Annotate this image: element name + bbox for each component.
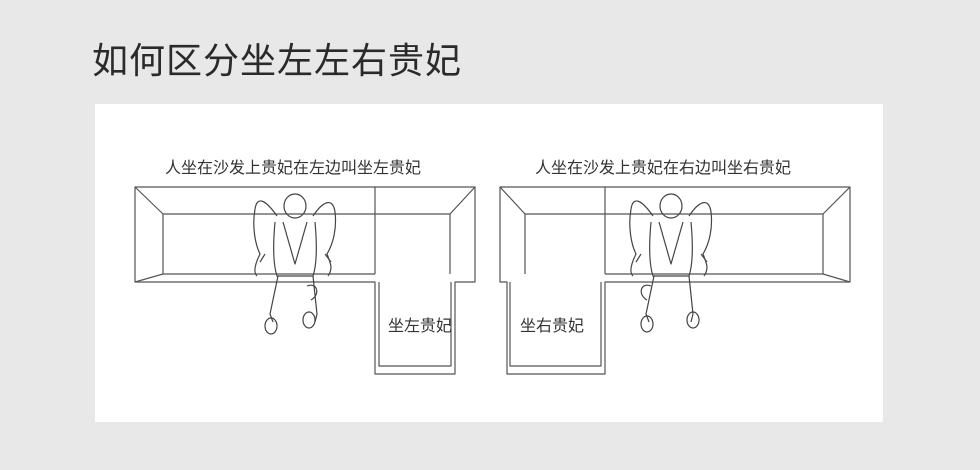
right-person xyxy=(629,193,713,333)
sofa-illustrations xyxy=(134,186,851,375)
left-caption: 人坐在沙发上贵妃在左边叫坐左贵妃 xyxy=(165,158,422,177)
page-title: 如何区分坐左左右贵妃 xyxy=(92,41,463,82)
diagram-panel: 人坐在沙发上贵妃在左边叫坐左贵妃 人坐在沙发上贵妃在右边叫坐右贵妃 坐左贵妃 坐… xyxy=(95,104,883,422)
left-person xyxy=(253,193,337,335)
right-caption: 人坐在沙发上贵妃在右边叫坐右贵妃 xyxy=(535,158,792,177)
right-sofa xyxy=(499,186,851,375)
right-chaise-label: 坐右贵妃 xyxy=(520,316,585,335)
left-chaise-label: 坐左贵妃 xyxy=(388,316,453,335)
left-sofa xyxy=(134,186,476,375)
